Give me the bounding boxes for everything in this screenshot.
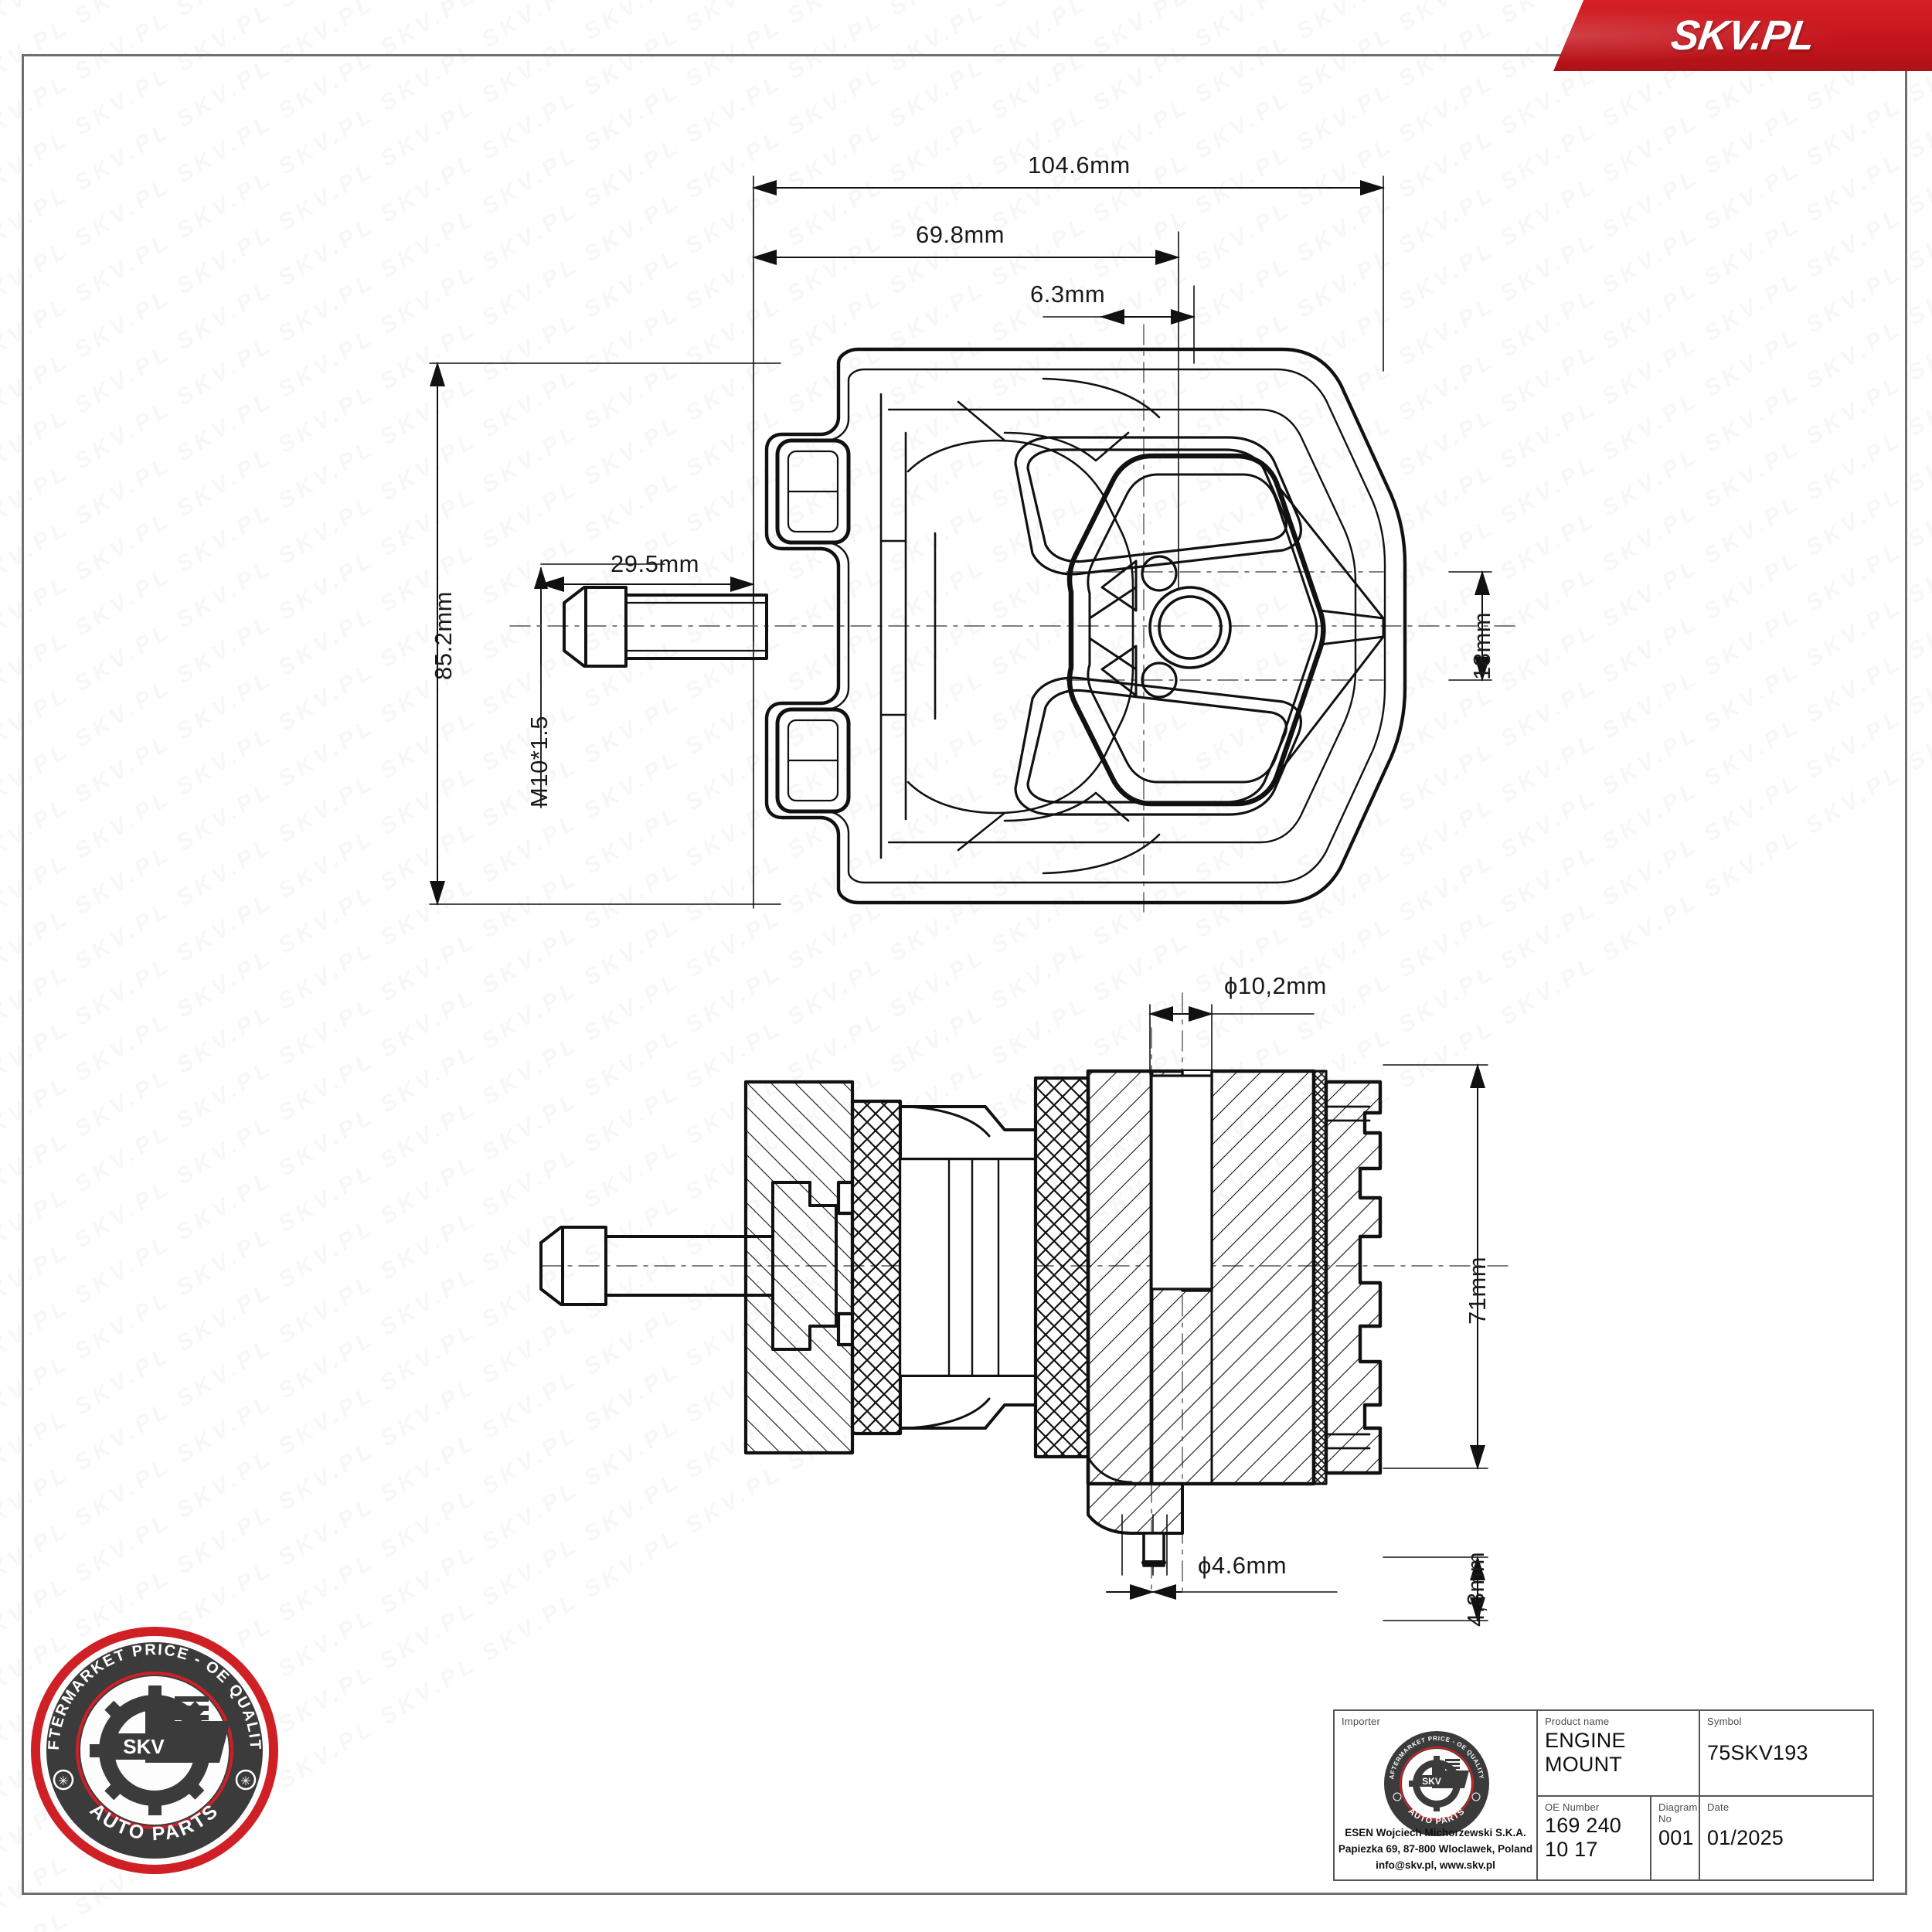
importer-contact: info@skv.pl, www.skv.pl: [1376, 1859, 1495, 1872]
title-seal-center-label: SKV: [1418, 1775, 1445, 1787]
dim-label-29-5: 29.5mm: [611, 550, 699, 577]
dim-label-104-6: 104.6mm: [1028, 151, 1131, 179]
dim-label-phi-10-2: ϕ10,2mm: [1224, 972, 1327, 999]
product-name-value: ENGINE MOUNT: [1545, 1729, 1626, 1777]
symbol-cell: Symbol 75SKV193: [1700, 1711, 1872, 1795]
title-block: Importer AFTERMARKET PRICE - OE QUALITY …: [1333, 1709, 1874, 1881]
diagram-no-cell: Diagram No 001: [1651, 1796, 1700, 1879]
importer-caption: Importer: [1342, 1716, 1381, 1727]
importer-address-block: ESEN Wojciech Michorzewski S.K.A. Papiez…: [1335, 1825, 1536, 1874]
top-view-lower-lobe: [1014, 676, 1302, 816]
oe-number-cell: OE Number 169 240 10 17: [1538, 1796, 1651, 1879]
top-view-hub-outer: [1066, 453, 1326, 807]
dim-label-6-3: 6.3mm: [1030, 281, 1106, 308]
dim-label-m10: M10*1.5: [526, 716, 553, 808]
section-right-bracket: [1324, 1080, 1383, 1475]
top-view-center-bore: [1148, 586, 1232, 669]
title-block-seal: AFTERMARKET PRICE - OE QUALITY AUTO PART…: [1384, 1731, 1489, 1836]
section-shell: [1312, 1070, 1328, 1485]
dim-label-18: 18mm: [1468, 611, 1495, 680]
product-name-cell: Product name ENGINE MOUNT: [1538, 1711, 1700, 1795]
date-value: 01/2025: [1707, 1825, 1784, 1849]
top-view-dimension-lines: [429, 175, 1492, 909]
top-view-ribs: [879, 377, 1161, 875]
top-view-left-window-lower: [775, 707, 851, 814]
top-view-center-lines: [509, 324, 1515, 913]
svg-text:✳: ✳: [58, 1775, 68, 1788]
product-name-caption: Product name: [1545, 1716, 1610, 1727]
dim-label-69-8: 69.8mm: [916, 221, 1005, 248]
section-sleeve: [899, 1105, 1037, 1430]
top-view-upper-lobe: [1014, 436, 1302, 576]
date-caption: Date: [1707, 1801, 1730, 1813]
dim-label-71: 71mm: [1464, 1256, 1491, 1325]
date-cell: Date 01/2025: [1700, 1797, 1872, 1879]
diagram-no-value: 001: [1658, 1825, 1694, 1849]
title-block-importer-cell: Importer AFTERMARKET PRICE - OE QUALITY …: [1335, 1711, 1538, 1879]
top-view-bolt-hole-lower: [1141, 662, 1178, 699]
section-central-bore: [1150, 1074, 1213, 1291]
section-rubber-left: [850, 1099, 903, 1436]
svg-text:✳: ✳: [240, 1775, 250, 1788]
dim-label-4-3: 4,3mm: [1462, 1551, 1489, 1627]
dim-label-phi-4-6: ϕ4.6mm: [1198, 1552, 1287, 1579]
dim-label-85-2: 85.2mm: [430, 591, 457, 680]
symbol-caption: Symbol: [1707, 1716, 1742, 1727]
oe-number-value: 169 240 10 17: [1545, 1814, 1621, 1862]
top-view-stud: [563, 586, 768, 668]
symbol-value: 75SKV193: [1707, 1740, 1808, 1764]
section-housing-tail: [1087, 1456, 1133, 1484]
importer-address: Papiezka 69, 87-800 Wloclawek, Poland: [1338, 1843, 1533, 1855]
skv-quality-seal: AFTERMARKET PRICE - OE QUALITY AUTO PART…: [31, 1627, 278, 1874]
seal-center-label: SKV: [114, 1733, 173, 1760]
importer-company: ESEN Wojciech Michorzewski S.K.A.: [1345, 1827, 1526, 1839]
section-rubber-right: [1033, 1076, 1090, 1459]
section-bottom-foot: [1087, 1482, 1184, 1567]
diagram-no-caption: Diagram No: [1658, 1801, 1698, 1825]
top-view-bolt-hole-upper: [1141, 555, 1178, 592]
sheet-border: [22, 54, 1907, 1895]
skv-brand-flag: SKV.PL: [1553, 0, 1932, 71]
top-view-outer-body: [764, 347, 1407, 905]
top-view-left-window-upper: [775, 438, 851, 545]
section-hex-nut: [771, 1181, 838, 1351]
bottom-view-dimension-lines: [1106, 1004, 1488, 1622]
oe-number-caption: OE Number: [1545, 1801, 1600, 1813]
title-seal-gear-icon: [1409, 1756, 1469, 1811]
